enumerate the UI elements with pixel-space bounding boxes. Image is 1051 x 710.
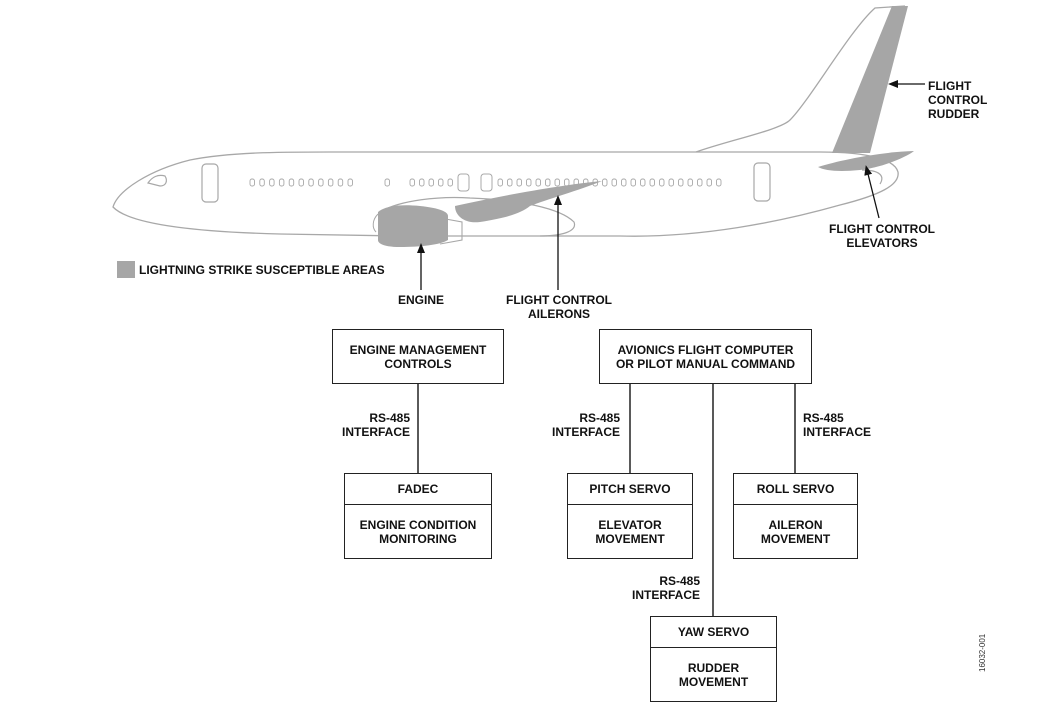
cabin-window — [337, 178, 344, 187]
cockpit-window — [147, 174, 167, 187]
elevator-pointer-arrow — [864, 165, 880, 219]
cabin-window — [706, 178, 712, 187]
cabin-window — [554, 178, 560, 187]
fadec-body: ENGINE CONDITION MONITORING — [359, 517, 477, 546]
vertical-stabilizer-outline — [695, 5, 906, 153]
avionics-text: AVIONICS FLIGHT COMPUTER OR PILOT MANUAL… — [615, 342, 796, 371]
pitch-interface-label: RS-485 INTERFACE — [551, 411, 620, 439]
cabin-window — [516, 178, 522, 187]
cabin-window — [308, 178, 314, 187]
cabin-window — [288, 178, 295, 187]
cabin-window — [659, 178, 665, 187]
door-overwing-1 — [457, 173, 470, 192]
cabin-window — [507, 178, 513, 187]
roll-interface-label: RS-485 INTERFACE — [803, 411, 872, 439]
cabin-window — [535, 178, 541, 187]
tail-cone-outline — [861, 169, 883, 185]
cabin-window — [564, 178, 570, 187]
cabin-windows — [249, 178, 722, 187]
engine-interface-label: RS-485 INTERFACE — [341, 411, 410, 439]
door-rear — [753, 162, 771, 202]
yaw-servo-body: RUDDER MOVEMENT — [678, 660, 749, 689]
cabin-window — [621, 178, 627, 187]
cabin-window — [438, 178, 444, 187]
cabin-window — [269, 178, 275, 187]
cabin-window — [649, 178, 655, 187]
engine-shaded — [378, 205, 448, 247]
ailerons-label: FLIGHT CONTROL AILERONS — [506, 293, 612, 321]
elevator-shaded — [818, 151, 914, 171]
elevators-label: FLIGHT CONTROL ELEVATORS — [829, 222, 935, 250]
yaw-servo-block: YAW SERVO RUDDER MOVEMENT — [650, 616, 777, 702]
legend-label: LIGHTNING STRIKE SUSCEPTIBLE AREAS — [139, 263, 385, 277]
cabin-window — [278, 178, 285, 187]
cabin-window — [298, 178, 304, 187]
cabin-window — [259, 178, 265, 187]
cabin-window — [497, 178, 503, 187]
roll-servo-title: ROLL SERVO — [734, 474, 857, 505]
rudder-label: FLIGHT CONTROL RUDDER — [928, 79, 988, 121]
cabin-window — [602, 178, 608, 187]
cabin-window — [640, 178, 646, 187]
pitch-servo-block: PITCH SERVO ELEVATOR MOVEMENT — [567, 473, 693, 559]
cabin-window — [318, 178, 324, 187]
door-overwing-2 — [480, 173, 493, 192]
cabin-window — [327, 178, 334, 187]
fuselage-outline — [112, 151, 899, 237]
roll-servo-block: ROLL SERVO AILERON MOVEMENT — [733, 473, 858, 559]
engine-management-text: ENGINE MANAGEMENT CONTROLS — [349, 342, 487, 371]
avionics-block: AVIONICS FLIGHT COMPUTER OR PILOT MANUAL… — [599, 329, 812, 384]
pitch-servo-body: ELEVATOR MOVEMENT — [595, 517, 665, 546]
engine-label: ENGINE — [397, 293, 444, 307]
figure-code: 16032-001 — [978, 633, 987, 672]
cabin-window — [249, 178, 255, 187]
door-front — [201, 163, 219, 203]
cabin-window — [409, 178, 415, 187]
cabin-window — [384, 178, 390, 187]
fadec-block: FADEC ENGINE CONDITION MONITORING — [344, 473, 492, 559]
cabin-window — [419, 178, 425, 187]
engine-management-block: ENGINE MANAGEMENT CONTROLS — [332, 329, 504, 384]
cabin-window — [687, 178, 693, 187]
engine-inlet-outline — [372, 213, 379, 233]
cabin-window — [611, 178, 617, 187]
cabin-window — [428, 178, 434, 187]
yaw-servo-title: YAW SERVO — [651, 617, 776, 648]
legend-swatch — [117, 261, 135, 278]
cabin-window — [447, 178, 453, 187]
roll-servo-body: AILERON MOVEMENT — [760, 517, 831, 546]
cabin-window — [697, 178, 703, 187]
rudder-shaded — [832, 6, 908, 153]
engine-exhaust — [439, 217, 463, 245]
cabin-window — [545, 178, 551, 187]
cabin-window — [678, 178, 684, 187]
cabin-window — [716, 178, 722, 187]
fadec-title: FADEC — [345, 474, 491, 505]
pitch-servo-title: PITCH SERVO — [568, 474, 692, 505]
wing-aileron-shaded — [455, 181, 602, 223]
cabin-window — [668, 178, 674, 187]
cabin-window — [630, 178, 636, 187]
yaw-interface-label: RS-485 INTERFACE — [631, 574, 700, 602]
cabin-window — [526, 178, 532, 187]
cabin-window — [347, 178, 353, 187]
